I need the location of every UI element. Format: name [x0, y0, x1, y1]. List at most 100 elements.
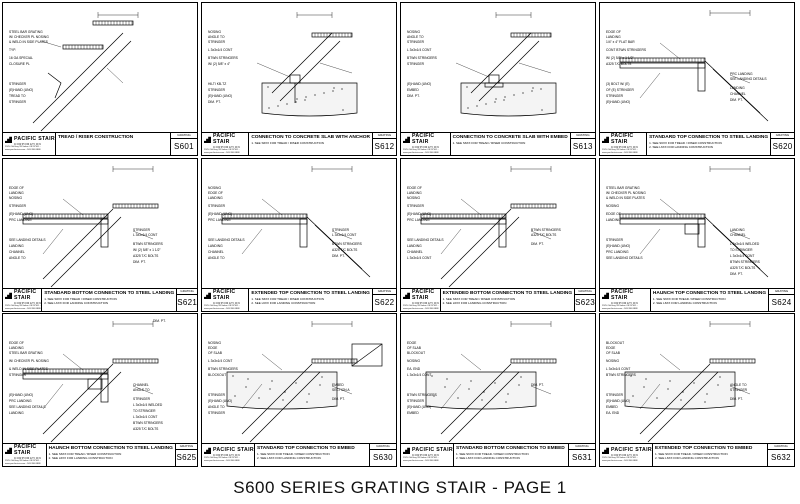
sheet-title: CONNECTION TO CONCRETE SLAB WITH ANCHOR — [251, 135, 370, 140]
company-sub: CORPORATION — [14, 456, 42, 460]
annotation-label: L 3x3x1/4 WELDED — [730, 242, 760, 246]
sheet-note: 2. SEE L6XX FOR LANDING CONSTRUCTION — [456, 456, 520, 460]
annotation-label: STRINGER — [208, 411, 226, 415]
annotation-label: (E)HAND (UNO) — [407, 212, 431, 216]
annotation-label: W/ (2) 5/8" x 1 1/2" — [133, 248, 161, 252]
annotation-label: ANGLE TO — [208, 405, 225, 409]
annotation-label: STRINGER — [407, 40, 425, 44]
annotation-label: OF SLAB — [208, 351, 223, 355]
annotation-label: STRINGER — [407, 62, 425, 66]
company-sub: CORPORATION — [412, 301, 440, 305]
annotation-label: EA. END — [407, 367, 421, 371]
sheet-note: 2. SEE L6XX FOR LANDING CONSTRUCTION — [48, 456, 113, 460]
annotation-label: EMBED — [407, 88, 419, 92]
annotation-label: & WELD IN SIDE PLATES — [9, 40, 49, 44]
annotation-label: L 3x3x1/4 CONT — [407, 48, 431, 52]
annotation-label: OF (E) STRINGER — [606, 88, 634, 92]
sheet-title: STANDARD TOP CONNECTION TO STEEL LANDING — [649, 135, 769, 140]
annotation-label: EDGE OF — [9, 341, 24, 345]
annotation-label: NOSING — [606, 359, 619, 363]
sheet-category: GRATING — [372, 289, 396, 295]
sheet-description: EXTENDED BOTTOM CONNECTION TO STEEL LAND… — [441, 289, 576, 311]
company-sub: CORPORATION — [213, 453, 241, 457]
annotation-label: STRINGER — [606, 238, 624, 242]
stair-logo-icon — [204, 136, 211, 143]
annotation-label: A325 T/C BOLTS — [531, 233, 557, 237]
sheet-note: 2. SEE L6XX FOR LANDING CONSTRUCTION — [442, 301, 507, 305]
company-sub: CORPORATION — [611, 301, 639, 305]
annotation-label: TO STRINGER — [730, 248, 753, 252]
annotation-label: 16 GA SPECIAL — [9, 56, 33, 60]
annotation-label: W/ CHECKER PL NOSING — [9, 35, 49, 39]
annotation-label: STEEL BAR GRATING — [606, 186, 640, 190]
annotation-label: 1/4" x 4" FLAT BAR — [606, 40, 635, 44]
sheet-title: STANDARD TOP CONNECTION TO EMBED — [257, 446, 355, 451]
sheet-note: 1. SEE S6XX FOR TREAD / RISER CONSTRUCTI… — [652, 297, 726, 301]
stair-logo-icon — [602, 447, 609, 454]
company-sub: CORPORATION — [412, 145, 440, 149]
company-name: PACIFIC STAIR — [412, 289, 435, 301]
annotation-label: STRINGER — [606, 94, 624, 98]
annotation-label: (E)HAND (UNO) — [208, 212, 232, 216]
annotation-label: PRC LANDING — [730, 72, 753, 76]
sheet-category: GRATING — [370, 444, 396, 450]
annotation-label: LANDING — [606, 35, 621, 39]
annotation-label: (E)HAND (UNO) — [407, 405, 431, 409]
company-address: 2525 Old Hwy 99 Salem OR 97301 - www.pac… — [403, 305, 439, 310]
annotation-label: W/ CHECKER PL NOSING — [606, 191, 646, 195]
annotation-label: BLOCKOUT — [208, 373, 226, 377]
sheet-note: 1. SEE S6XX FOR TREAD / RISER CONSTRUCTI… — [655, 452, 728, 456]
annotation-label: STEEL BAR GRATING — [9, 30, 43, 34]
stair-logo-icon — [5, 447, 12, 454]
annotation-label: BLOCKOUT — [606, 341, 624, 345]
sheet-note: 2. SEE L6XX FOR LANDING CONSTRUCTION — [652, 301, 717, 305]
sheet-note: 1. SEE S6XX FOR TREAD / RISER CONSTRUCTI… — [48, 452, 122, 456]
annotation-label: OF SLAB — [606, 351, 621, 355]
annotation-label: BTWN STRINGERS — [531, 228, 562, 232]
company-sub: CORPORATION — [611, 453, 639, 457]
annotation-label: EDGE OF — [208, 191, 223, 195]
sheet-number: S631 — [572, 453, 592, 462]
sheet-title: EXTENDED BOTTOM CONNECTION TO STEEL LAND… — [442, 291, 573, 296]
company-name: PACIFIC STAIR — [412, 133, 435, 145]
annotation-label: SECTION A — [332, 388, 350, 392]
sheet-number: S625 — [176, 453, 197, 462]
annotation-label: STRINGER — [730, 388, 748, 392]
annotation-label: CHANNEL — [407, 250, 423, 254]
company-name: PACIFIC STAIR — [14, 136, 55, 142]
annotation-label: DIM. PT. — [332, 254, 345, 258]
sheet-note: 2. SEE L6XX FOR LANDING CONSTRUCTION — [257, 456, 321, 460]
annotation-label: LANDING — [730, 86, 745, 90]
annotation-label: STRINGER — [332, 228, 350, 232]
annotation-label: SEE LANDING DETAILS — [407, 238, 444, 242]
sheet-number: S632 — [771, 453, 791, 462]
annotation-label: STRINGER — [9, 82, 27, 86]
annotation-label: SEE LANDING DETAILS — [730, 77, 767, 81]
annotation-label: L 3x3x1/4 CONT — [208, 359, 232, 363]
sheet-title: EXTENDED TOP CONNECTION TO EMBED — [655, 446, 753, 451]
sheet-title: STANDARD BOTTOM CONNECTION TO EMBED — [456, 446, 565, 451]
annotation-label: LANDING — [9, 411, 24, 415]
annotation-label: ANGLE TO — [208, 35, 225, 39]
annotation-label: STRINGER — [133, 397, 151, 401]
stair-logo-icon — [204, 447, 211, 454]
